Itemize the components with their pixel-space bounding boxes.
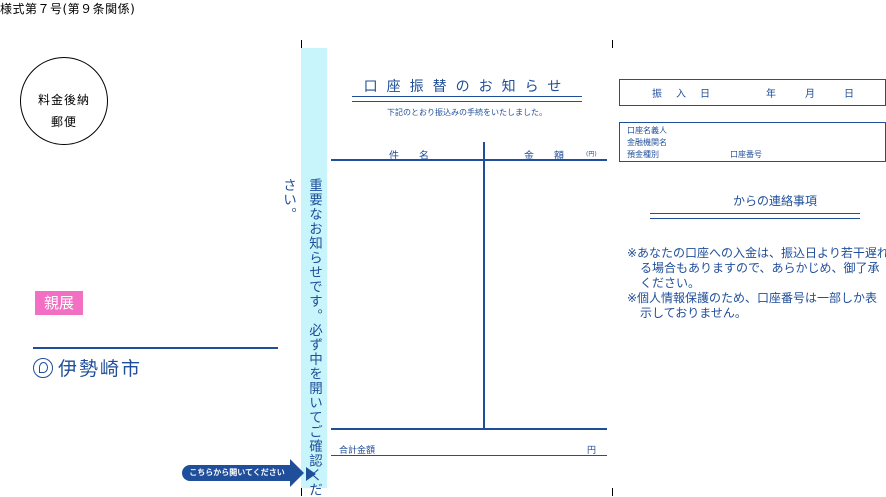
transfer-table: 件 名 金 額 (円) 合計金額 円 xyxy=(331,142,607,456)
account-number-label: 口座番号 xyxy=(730,150,762,159)
day-label: 日 xyxy=(844,89,854,100)
arrow-right-icon xyxy=(290,459,304,487)
account-holder-label: 口座名義人 xyxy=(627,126,667,135)
bank-name-label: 金融機関名 xyxy=(627,138,667,147)
fold-mark xyxy=(301,488,302,496)
message-heading: からの連絡事項 xyxy=(650,192,860,219)
col-amount: 金 額 xyxy=(524,151,564,162)
total-unit: 円 xyxy=(587,446,597,456)
col-item: 件 名 xyxy=(389,151,429,162)
open-strip[interactable] xyxy=(301,48,327,488)
notice-title: 口座振替のお知らせ xyxy=(363,79,571,95)
account-box: 口座名義人 金融機関名 預金種別 口座番号 xyxy=(619,122,886,162)
month-label: 月 xyxy=(805,89,815,100)
city-emblem-icon xyxy=(33,357,53,378)
transfer-date-box: 振 入 日 年 月 日 xyxy=(619,79,886,106)
form-label: 様式第７号(第９条関係) xyxy=(0,2,136,16)
city-name: 伊勢崎市 xyxy=(58,358,143,380)
year-label: 年 xyxy=(766,89,776,100)
triangle-right-icon xyxy=(306,467,316,481)
postage-stamp: 料金後納 郵便 xyxy=(20,57,108,145)
sender-city: 伊勢崎市 xyxy=(33,354,142,381)
vertical-notice: 重要なお知らせです。必ず中を開いてご確認ください。 xyxy=(280,178,322,497)
fold-mark xyxy=(301,40,302,48)
note-item: ※あなたの口座への入金は、振込日より若干遅れる場合もありますので、あらかじめ、御… xyxy=(627,246,886,290)
open-here-button[interactable]: こちらから開いてください xyxy=(182,465,292,481)
deposit-type-label: 預金種別 xyxy=(627,150,659,159)
total-label: 合計金額 xyxy=(339,446,376,456)
notice-subtitle: 下記のとおり振込みの手続をいたしました。 xyxy=(387,108,547,117)
col-unit: (円) xyxy=(586,151,597,158)
stamp-line1: 料金後納 xyxy=(37,93,90,107)
transfer-date-label: 振 入 日 xyxy=(652,89,712,100)
stamp-line2: 郵便 xyxy=(50,115,77,129)
message-title: からの連絡事項 xyxy=(732,194,817,208)
confidential-badge: 親展 xyxy=(35,291,83,315)
note-item: ※個人情報保護のため、口座番号は一部しか表示しておりません。 xyxy=(627,291,878,320)
fold-mark xyxy=(612,488,613,496)
fold-mark xyxy=(612,40,613,48)
divider xyxy=(33,347,278,349)
notes: ※あなたの口座への入金は、振込日より若干遅れる場合もありますので、あらかじめ、御… xyxy=(627,246,886,321)
message-underline xyxy=(650,213,860,219)
title-underline xyxy=(352,96,582,102)
